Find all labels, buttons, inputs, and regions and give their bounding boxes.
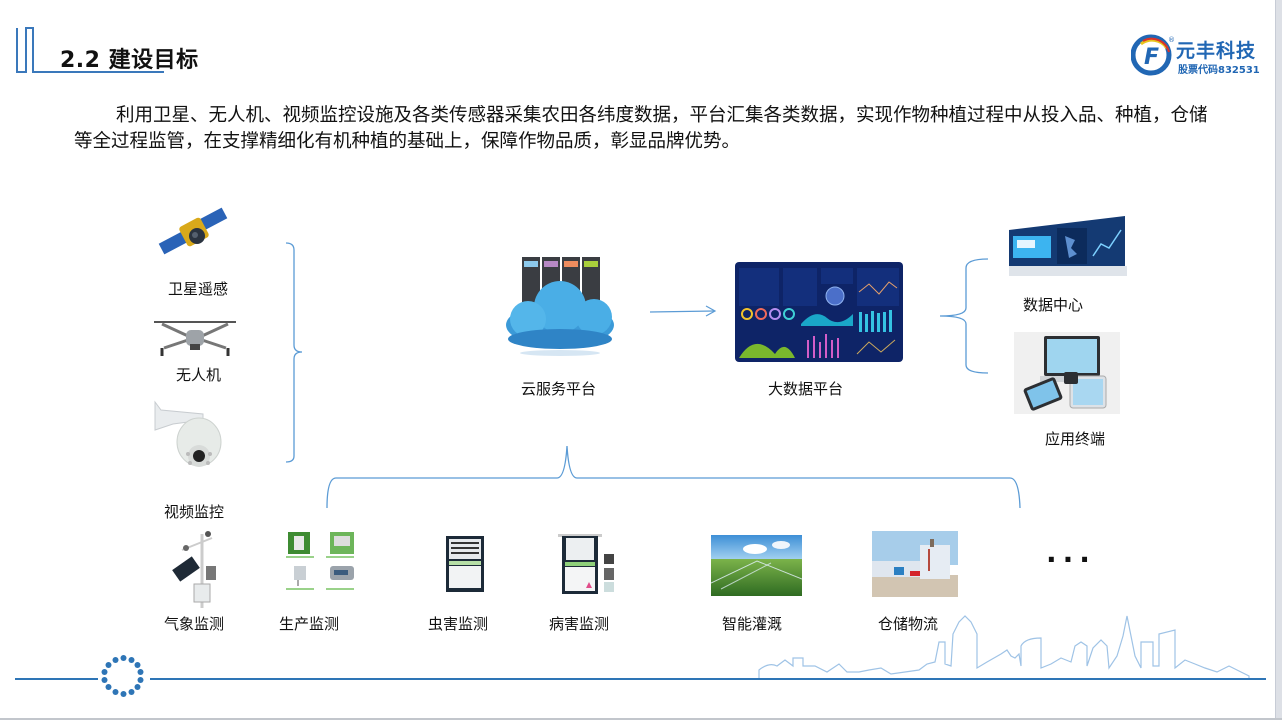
slide-right-border (1275, 0, 1282, 720)
city-skyline-decoration (758, 615, 1250, 678)
footer-decoration (15, 655, 1266, 697)
ptz-camera-icon (154, 400, 222, 467)
company-name: 元丰科技 (1176, 40, 1257, 62)
disease-cabinet-icon (558, 534, 614, 594)
source-label-drone: 无人机 (176, 366, 222, 384)
output-label-datacenter: 数据中心 (1023, 296, 1084, 314)
svg-text:®: ® (1168, 36, 1175, 44)
slide-bottom-border (0, 718, 1282, 720)
monitor-label-irrigation: 智能灌溉 (722, 615, 783, 633)
platform-label-cloud: 云服务平台 (521, 380, 597, 398)
monitor-label-pest: 虫害监测 (428, 615, 489, 633)
irrigation-photo-icon (711, 535, 802, 596)
pest-cabinet-icon (446, 536, 484, 592)
title-bracket-decoration (16, 27, 164, 73)
source-label-camera: 视频监控 (164, 503, 225, 521)
platform-label-bigdata: 大数据平台 (768, 380, 844, 398)
section-title: 2.2 建设目标 (60, 48, 199, 73)
stock-code: 股票代码832531 (1178, 65, 1260, 76)
monitor-label-weather: 气象监测 (164, 615, 225, 633)
monitor-label-disease: 病害监测 (549, 615, 610, 633)
data-center-screen-icon (1009, 216, 1127, 276)
dashboard-icon (735, 262, 903, 362)
monitor-label-production: 生产监测 (279, 615, 340, 633)
drone-icon (154, 321, 236, 356)
satellite-icon (158, 207, 228, 255)
source-label-satellite: 卫星遥感 (168, 280, 229, 298)
sensors-icon (286, 532, 354, 590)
cloud-server-icon (506, 257, 614, 356)
devices-icon (1014, 332, 1120, 414)
more-ellipsis: ... (1046, 536, 1096, 569)
warehouse-photo-icon (872, 531, 958, 597)
weather-station-icon (172, 531, 216, 608)
svg-text:F: F (1144, 45, 1159, 70)
output-label-devices: 应用终端 (1045, 430, 1106, 448)
intro-paragraph: 利用卫星、无人机、视频监控设施及各类传感器采集农田各纬度数据，平台汇集各类数据，… (74, 105, 1208, 152)
company-logo-icon: F ® (1131, 34, 1175, 76)
monitor-label-warehouse: 仓储物流 (878, 615, 939, 633)
